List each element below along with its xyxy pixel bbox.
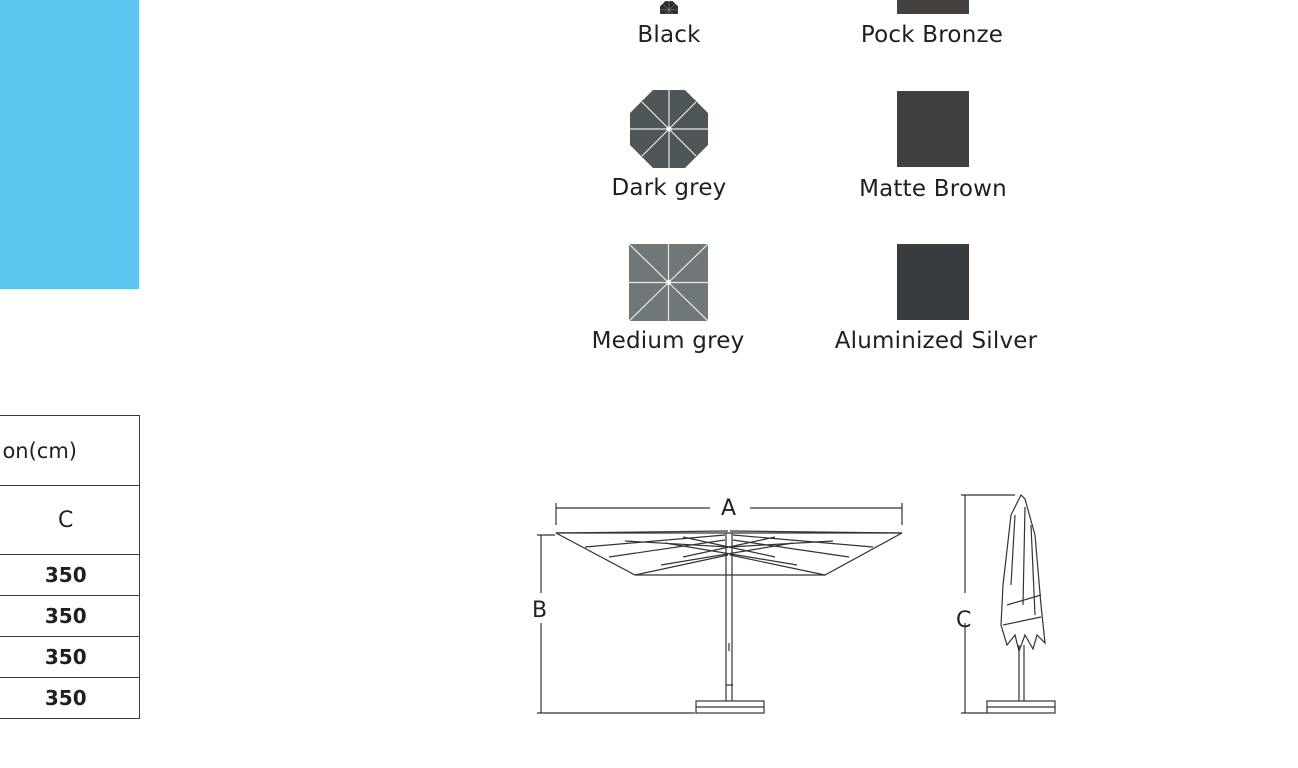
table-cell: 350 — [0, 554, 140, 596]
table-row: 0 350 — [0, 554, 140, 596]
table-row: 0 350 — [0, 595, 140, 637]
black-canopy-icon — [660, 1, 678, 14]
column-header-c: C — [0, 485, 140, 555]
table-column-row: C — [0, 485, 140, 555]
pole-finish-label-aluminized-silver: Aluminized Silver — [834, 328, 1038, 354]
dimension-label-b: B — [532, 598, 547, 623]
matte-brown-swatch — [897, 91, 969, 167]
frame-color-label-medium-grey: Medium grey — [591, 328, 745, 354]
umbrella-dimension-diagram: A B C — [532, 493, 1056, 714]
dimension-label-c: C — [956, 608, 971, 633]
pole-finish-label-pock-bronze: Pock Bronze — [860, 22, 1004, 48]
medium-grey-canopy-icon — [629, 244, 708, 321]
frame-color-label-black: Black — [637, 22, 701, 48]
table-row: 0 350 — [0, 677, 140, 719]
table-title: on(cm) — [0, 415, 140, 486]
aluminized-silver-swatch — [897, 244, 969, 320]
table-cell: 350 — [0, 636, 140, 678]
table-header-row: on(cm) — [0, 415, 140, 486]
brand-accent-panel — [0, 0, 139, 289]
table-cell: 350 — [0, 677, 140, 719]
frame-color-label-dark-grey: Dark grey — [611, 175, 727, 201]
pole-finish-label-matte-brown: Matte Brown — [859, 176, 1007, 202]
pock-bronze-swatch — [897, 0, 969, 14]
dimension-label-a: A — [721, 496, 736, 521]
table-row: 0 350 — [0, 636, 140, 678]
dimension-table: on(cm) C 0 350 0 350 0 350 0 350 — [0, 415, 140, 719]
dark-grey-canopy-icon — [630, 90, 708, 168]
table-cell: 350 — [0, 595, 140, 637]
